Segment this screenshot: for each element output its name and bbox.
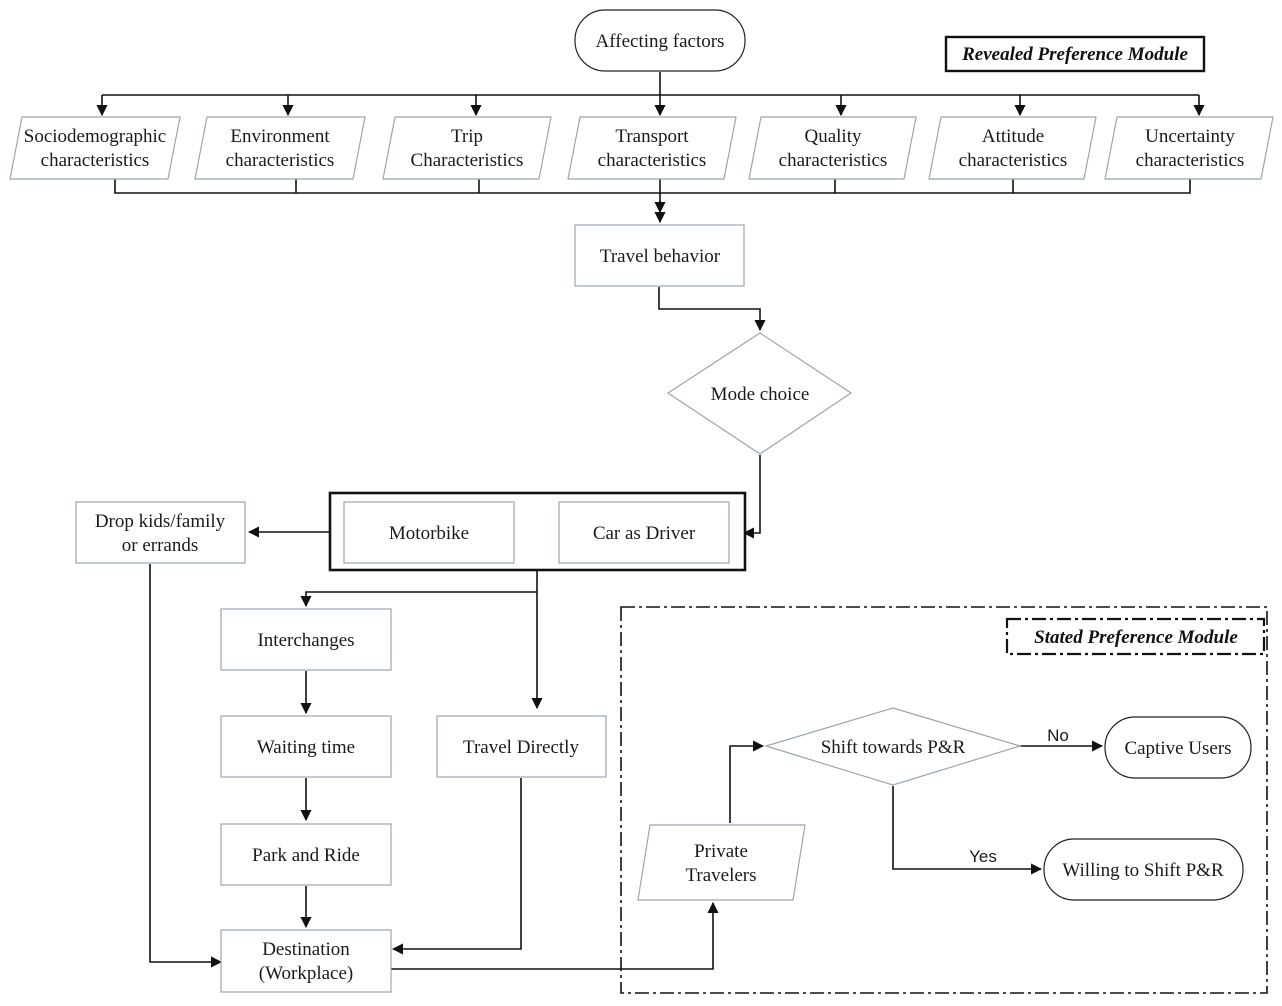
captive-users-label: Captive Users bbox=[1124, 738, 1231, 759]
edge-shift-to-willing bbox=[892, 786, 1043, 875]
edge-label-yes: Yes bbox=[969, 847, 997, 866]
node-captive-users: Captive Users bbox=[1104, 716, 1252, 779]
stated-module-boundary bbox=[620, 606, 1268, 994]
factor-3-line-2: Characteristics bbox=[411, 150, 524, 171]
node-willing-to-shift: Willing to Shift P&R bbox=[1043, 838, 1244, 901]
factor-6-line-1: Attitude bbox=[982, 126, 1044, 147]
node-drop-kids: Drop kids/family or errands bbox=[75, 501, 246, 564]
edge-bottom-bus bbox=[114, 179, 1191, 194]
stated-module-label: Stated Preference Module bbox=[1005, 617, 1266, 656]
edge-mode-to-interchanges bbox=[300, 591, 537, 608]
edge-private-to-shift bbox=[729, 740, 765, 823]
edge-destination-to-private bbox=[390, 901, 719, 970]
connectors bbox=[96, 72, 1205, 970]
waiting-time-label: Waiting time bbox=[257, 737, 355, 758]
edge-behavior-to-mode bbox=[658, 287, 766, 332]
willing-to-shift-label: Willing to Shift P&R bbox=[1062, 860, 1224, 881]
node-travel-behavior: Travel behavior bbox=[574, 224, 745, 287]
edge-label-no: No bbox=[1047, 726, 1069, 745]
affecting-factors-label: Affecting factors bbox=[596, 31, 725, 52]
node-private-travelers: Private Travelers bbox=[637, 824, 806, 901]
motorbike-label: Motorbike bbox=[389, 523, 469, 544]
node-factor-4: Transport characteristics bbox=[567, 116, 737, 180]
node-factor-3: Trip Characteristics bbox=[382, 116, 552, 180]
edge-mode-to-car bbox=[742, 455, 761, 539]
destination-line-1: Destination bbox=[262, 939, 350, 960]
edge-drop-to-destination bbox=[149, 564, 223, 968]
factor-6-line-2: characteristics bbox=[959, 150, 1068, 171]
destination-line-2: (Workplace) bbox=[259, 963, 353, 984]
factor-5-line-1: Quality bbox=[805, 126, 862, 147]
factor-7-line-1: Uncertainty bbox=[1145, 126, 1235, 147]
revealed-module-label: Revealed Preference Module bbox=[944, 35, 1206, 73]
shift-towards-label: Shift towards P&R bbox=[821, 737, 966, 758]
node-factor-5: Quality characteristics bbox=[748, 116, 917, 180]
node-interchanges: Interchanges bbox=[220, 608, 392, 671]
private-travelers-line-1: Private bbox=[694, 841, 748, 862]
node-factor-7: Uncertainty characteristics bbox=[1104, 116, 1274, 180]
travel-behavior-label: Travel behavior bbox=[600, 246, 721, 267]
node-park-and-ride: Park and Ride bbox=[220, 823, 392, 886]
factor-5-line-2: characteristics bbox=[779, 150, 888, 171]
private-travelers-line-2: Travelers bbox=[685, 865, 756, 886]
stated-module-text: Stated Preference Module bbox=[1034, 627, 1238, 648]
node-mode-group: Motorbike Car as Driver bbox=[328, 491, 747, 572]
factor-1-line-1: Sociodemographic bbox=[24, 126, 166, 147]
node-factor-2: Environment characteristics bbox=[194, 116, 366, 180]
drop-kids-line-2: or errands bbox=[122, 535, 199, 556]
node-shift-towards: Shift towards P&R bbox=[763, 707, 1023, 786]
factor-3-line-1: Trip bbox=[451, 126, 483, 147]
node-factor-6: Attitude characteristics bbox=[928, 116, 1097, 180]
node-mode-choice: Mode choice bbox=[666, 332, 853, 455]
factor-4-line-2: characteristics bbox=[598, 150, 707, 171]
park-and-ride-label: Park and Ride bbox=[252, 845, 360, 866]
factor-2-line-2: characteristics bbox=[226, 150, 335, 171]
interchanges-label: Interchanges bbox=[257, 630, 354, 651]
revealed-module-text: Revealed Preference Module bbox=[961, 44, 1188, 65]
factor-4-line-1: Transport bbox=[615, 126, 689, 147]
node-travel-directly: Travel Directly bbox=[436, 715, 607, 778]
factor-2-line-1: Environment bbox=[230, 126, 330, 147]
factor-1-line-2: characteristics bbox=[41, 150, 150, 171]
mode-choice-label: Mode choice bbox=[711, 384, 810, 405]
node-affecting-factors: Affecting factors bbox=[574, 9, 746, 72]
node-destination: Destination (Workplace) bbox=[220, 929, 392, 993]
node-waiting-time: Waiting time bbox=[220, 715, 392, 778]
car-as-driver-label: Car as Driver bbox=[593, 523, 696, 544]
edge-direct-to-destination bbox=[391, 778, 522, 955]
travel-directly-label: Travel Directly bbox=[463, 737, 579, 758]
factor-7-line-2: characteristics bbox=[1136, 150, 1245, 171]
drop-kids-line-1: Drop kids/family bbox=[95, 511, 226, 532]
node-factor-1: Sociodemographic characteristics bbox=[9, 116, 181, 180]
